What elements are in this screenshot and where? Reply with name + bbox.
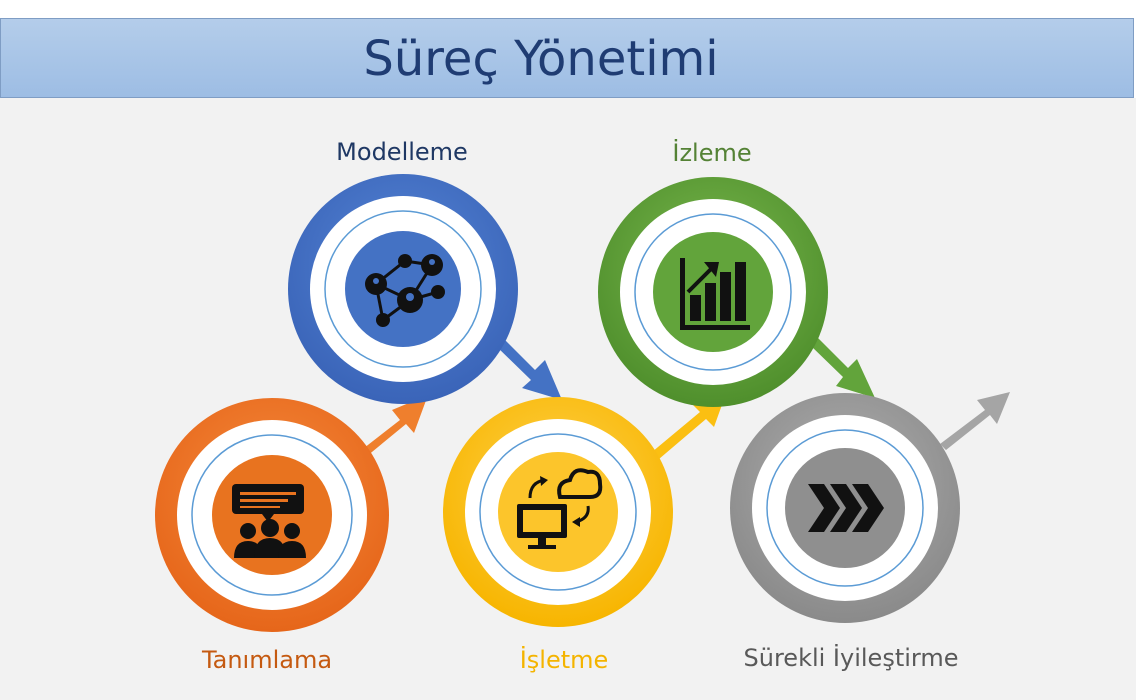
bar-chart-growth-icon (680, 258, 750, 330)
stage-label-isletme: İşletme (519, 646, 609, 674)
arrow-modelleme-to-isletme (495, 335, 562, 400)
stage-label-modelleme: Modelleme (336, 138, 468, 166)
arrow-tanimlama-to-modelleme (355, 395, 428, 461)
stage-surekli-circle (730, 393, 960, 623)
arrow-izleme-to-surekli (810, 335, 875, 398)
people-presentation-icon (232, 484, 306, 558)
computer-cloud-sync-icon (517, 468, 603, 549)
page-title: Süreç Yönetimi (363, 31, 719, 87)
stage-label-tanimlama: Tanımlama (201, 646, 333, 674)
stage-label-surekli-iyilestirme: Sürekli İyileştirme (743, 644, 959, 672)
title-bar: Süreç Yönetimi (0, 18, 1134, 98)
stage-label-izleme: İzleme (672, 139, 752, 167)
chevrons-right-icon (808, 484, 884, 532)
arrow-surekli-out (940, 392, 1010, 450)
stage-modelleme-circle (288, 174, 518, 404)
